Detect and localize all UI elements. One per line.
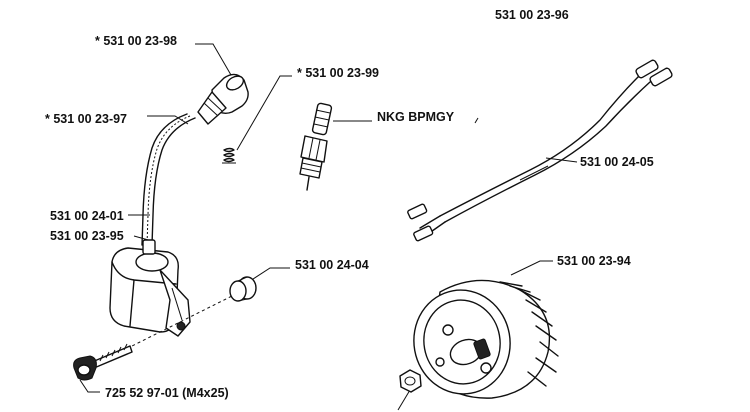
screw-drawing — [73, 295, 233, 381]
label-spark-plug: NKG BPMGY — [377, 110, 455, 124]
label-flywheel: 531 00 23-94 — [557, 254, 631, 268]
spacer-drawing — [229, 276, 257, 302]
label-cap-spring: * 531 00 23-99 — [297, 66, 379, 80]
label-ignition-lead: * 531 00 23-97 — [45, 112, 127, 126]
label-spacer: 531 00 24-04 — [295, 258, 369, 272]
leader-spacer — [249, 267, 290, 282]
leader-spring — [236, 75, 292, 151]
leader-screw — [79, 379, 100, 393]
cap-spring-drawing — [222, 147, 236, 164]
label-ignition-module-a: 531 00 24-01 — [50, 209, 124, 223]
leader-lead — [147, 115, 189, 125]
flywheel-drawing — [413, 279, 559, 399]
short-circuit-cable-drawing — [407, 59, 673, 242]
ignition-module-drawing — [109, 239, 191, 337]
ignition-lead-drawing — [141, 113, 196, 246]
label-screw: 725 52 97-01 (M4x25) — [105, 386, 229, 400]
leader-cap — [195, 43, 232, 76]
label-spark-plug-cap: * 531 00 23-98 — [95, 34, 177, 48]
label-ignition-kit: 531 00 23-96 — [495, 8, 569, 22]
leader-nut — [397, 389, 411, 411]
spark-plug-cap-drawing — [197, 73, 249, 125]
stray-mark — [474, 117, 479, 124]
leader-flywheel — [510, 260, 553, 276]
label-short-circuit-cable: 531 00 24-05 — [580, 155, 654, 169]
spark-plug-drawing — [299, 102, 333, 191]
flywheel-nut-drawing — [399, 369, 422, 393]
label-ignition-module-b: 531 00 23-95 — [50, 229, 124, 243]
